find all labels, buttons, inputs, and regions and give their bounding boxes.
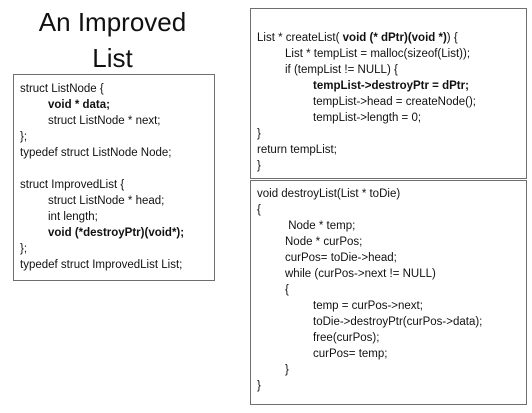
slide-title-line-1: An Improved: [38, 7, 187, 37]
code-text: }: [257, 380, 261, 392]
code-line: }: [257, 378, 520, 394]
code-text: curPos= toDie->head;: [285, 252, 397, 264]
code-text: void * data;: [48, 99, 110, 111]
code-text: }: [285, 364, 289, 376]
code-text: List * tempList = malloc(sizeof(List));: [285, 48, 471, 60]
code-line: };: [20, 129, 208, 145]
code-line: [20, 161, 208, 177]
code-text: };: [20, 131, 28, 143]
code-text: {: [285, 284, 289, 296]
code-text: curPos= temp;: [313, 348, 388, 360]
code-line: return tempList;: [257, 142, 520, 158]
code-text: ) {: [446, 32, 458, 44]
code-line: struct ImprovedList {: [20, 177, 208, 193]
code-line: List * tempList = malloc(sizeof(List));: [257, 46, 520, 62]
code-text: free(curPos);: [313, 332, 380, 344]
code-line: int length;: [20, 209, 208, 225]
code-line: }: [257, 126, 520, 142]
code-line: {: [257, 202, 520, 218]
code-line: struct ListNode * next;: [20, 113, 208, 129]
code-line: typedef struct ImprovedList List;: [20, 257, 208, 273]
code-line: temp = curPos->next;: [257, 298, 520, 314]
code-line: Node * temp;: [257, 218, 520, 234]
struct-definitions-box: struct ListNode { void * data; struct List…: [13, 74, 215, 281]
code-text: while (curPos->next != NULL): [285, 268, 436, 280]
code-line: void destroyList(List * toDie): [257, 186, 520, 202]
code-line: struct ListNode {: [20, 81, 208, 97]
code-text: };: [20, 243, 28, 255]
code-text: struct ListNode {: [20, 83, 104, 95]
code-line: if (tempList != NULL) {: [257, 62, 520, 78]
code-text: void destroyList(List * toDie): [257, 188, 401, 200]
code-line: };: [20, 241, 208, 257]
code-line: curPos= toDie->head;: [257, 250, 520, 266]
code-line: tempList->head = createNode();: [257, 94, 520, 110]
code-line: }: [257, 362, 520, 378]
code-text: struct ListNode * head;: [48, 195, 165, 207]
code-text: int length;: [48, 211, 98, 223]
slide-title: An Improved List: [10, 4, 215, 76]
code-line: List * createList( void (* dPtr)(void *)…: [257, 30, 520, 46]
code-text: if (tempList != NULL) {: [285, 64, 398, 76]
code-text: Node * temp;: [285, 220, 356, 232]
code-line: }: [257, 158, 520, 174]
code-text: struct ImprovedList {: [20, 179, 125, 191]
code-text: void (*destroyPtr)(void*);: [48, 227, 185, 239]
code-line: free(curPos);: [257, 330, 520, 346]
code-text: Node * curPos;: [285, 236, 363, 248]
code-line: tempList->destroyPtr = dPtr;: [257, 78, 520, 94]
code-text: typedef struct ListNode Node;: [20, 147, 172, 159]
code-line: while (curPos->next != NULL): [257, 266, 520, 282]
slide-title-line-2: List: [92, 43, 133, 73]
code-line: void (*destroyPtr)(void*);: [20, 225, 208, 241]
code-line: struct ListNode * head;: [20, 193, 208, 209]
code-text: {: [257, 204, 261, 216]
code-text: void (* dPtr)(void *): [342, 32, 447, 44]
code-text: List * createList(: [257, 32, 343, 44]
code-line: tempList->length = 0;: [257, 110, 520, 126]
code-text: temp = curPos->next;: [313, 300, 423, 312]
code-line: void * data;: [20, 97, 208, 113]
code-line: toDie->destroyPtr(curPos->data);: [257, 314, 520, 330]
code-text: toDie->destroyPtr(curPos->data);: [313, 316, 483, 328]
create-list-code-box: List * createList( void (* dPtr)(void *)…: [250, 8, 527, 179]
code-text: tempList->length = 0;: [313, 112, 422, 124]
code-line: {: [257, 282, 520, 298]
code-line: curPos= temp;: [257, 346, 520, 362]
code-line: typedef struct ListNode Node;: [20, 145, 208, 161]
code-line: Node * curPos;: [257, 234, 520, 250]
code-text: }: [257, 160, 261, 172]
code-text: tempList->head = createNode();: [313, 96, 477, 108]
code-text: tempList->destroyPtr = dPtr;: [313, 80, 469, 92]
code-text: return tempList;: [257, 144, 337, 156]
code-text: struct ListNode * next;: [48, 115, 161, 127]
code-text: }: [257, 128, 261, 140]
code-text: typedef struct ImprovedList List;: [20, 259, 183, 271]
destroy-list-code-box: void destroyList(List * toDie) { Node * t…: [250, 180, 527, 405]
